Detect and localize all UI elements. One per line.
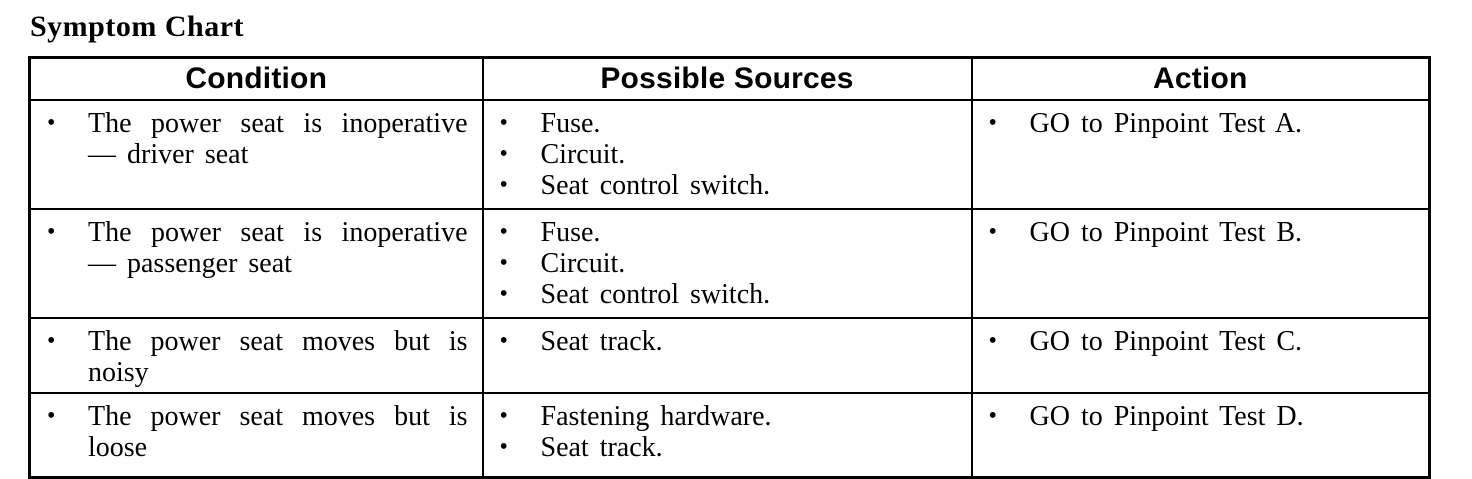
- bullet-icon: •: [988, 110, 997, 136]
- bullet-item: • Fastening hardware.: [500, 401, 963, 432]
- bullet-icon: •: [988, 219, 997, 245]
- bullet-icon: •: [47, 403, 56, 429]
- bullet-item: • The power seat moves but is loose: [47, 401, 474, 463]
- table-row: • The power seat is inoperative — driver …: [28, 99, 1431, 210]
- bullet-icon: •: [499, 219, 508, 245]
- bullet-item: • Circuit.: [500, 139, 963, 170]
- bullet-icon: •: [47, 110, 56, 136]
- bullet-item: • Fuse.: [500, 108, 963, 139]
- action-text: GO to Pinpoint Test C.: [1029, 326, 1303, 357]
- bullet-icon: •: [988, 403, 997, 429]
- symptom-chart-table: Condition Possible Sources Action • The p…: [28, 56, 1431, 479]
- bullet-item: • Seat control switch.: [500, 279, 963, 310]
- bullet-item: • GO to Pinpoint Test C.: [989, 326, 1421, 357]
- bullet-item: • GO to Pinpoint Test B.: [989, 217, 1421, 248]
- page-title: Symptom Chart: [30, 10, 244, 43]
- bullet-icon: •: [47, 219, 56, 245]
- bullet-icon: •: [499, 250, 508, 276]
- column-header-condition: Condition: [28, 56, 484, 101]
- bullet-item: • Fuse.: [500, 217, 963, 248]
- condition-cell: • The power seat is inoperative — driver …: [28, 99, 484, 210]
- condition-text: The power seat moves but is noisy: [88, 326, 468, 388]
- symptom-table-body: • The power seat is inoperative — driver …: [28, 99, 1431, 479]
- bullet-item: • Circuit.: [500, 248, 963, 279]
- bullet-icon: •: [499, 403, 508, 429]
- action-cell: • GO to Pinpoint Test A.: [970, 99, 1431, 210]
- table-header-row: Condition Possible Sources Action: [28, 56, 1431, 101]
- table-row: • The power seat is inoperative — passeng…: [28, 208, 1431, 319]
- bullet-item: • GO to Pinpoint Test D.: [989, 401, 1421, 432]
- sources-text: Fuse.: [540, 217, 601, 248]
- action-cell: • GO to Pinpoint Test D.: [970, 392, 1431, 479]
- condition-cell: • The power seat is inoperative — passeng…: [28, 208, 484, 319]
- action-text: GO to Pinpoint Test B.: [1029, 217, 1303, 248]
- sources-text: Seat control switch.: [540, 170, 771, 201]
- table-row: • The power seat moves but is loose • Faste…: [28, 392, 1431, 479]
- bullet-icon: •: [499, 172, 508, 198]
- bullet-icon: •: [499, 110, 508, 136]
- condition-cell: • The power seat moves but is loose: [28, 392, 484, 479]
- action-cell: • GO to Pinpoint Test C.: [970, 317, 1431, 394]
- action-text: GO to Pinpoint Test A.: [1029, 108, 1303, 139]
- sources-cell: • Fastening hardware. • Seat track.: [481, 392, 973, 479]
- column-header-action: Action: [970, 56, 1431, 101]
- action-cell: • GO to Pinpoint Test B.: [970, 208, 1431, 319]
- bullet-item: • Seat track.: [500, 326, 963, 357]
- bullet-item: • The power seat is inoperative — passeng…: [47, 217, 474, 279]
- bullet-icon: •: [499, 141, 508, 167]
- bullet-item: • The power seat is inoperative — driver …: [47, 108, 474, 170]
- bullet-icon: •: [499, 281, 508, 307]
- sources-text: Seat track.: [540, 326, 663, 357]
- bullet-icon: •: [499, 434, 508, 460]
- bullet-icon: •: [499, 328, 508, 354]
- condition-cell: • The power seat moves but is noisy: [28, 317, 484, 394]
- bullet-item: • The power seat moves but is noisy: [47, 326, 474, 388]
- condition-text: The power seat is inoperative — passenge…: [88, 217, 468, 279]
- bullet-item: • Seat track.: [500, 432, 963, 463]
- sources-text: Seat control switch.: [540, 279, 771, 310]
- sources-cell: • Fuse. • Circuit. • Seat control switch.: [481, 99, 973, 210]
- sources-text: Seat track.: [540, 432, 663, 463]
- sources-cell: • Fuse. • Circuit. • Seat control switch.: [481, 208, 973, 319]
- bullet-icon: •: [988, 328, 997, 354]
- sources-text: Circuit.: [540, 139, 626, 170]
- condition-text: The power seat moves but is loose: [88, 401, 468, 463]
- action-text: GO to Pinpoint Test D.: [1029, 401, 1304, 432]
- sources-cell: • Seat track.: [481, 317, 973, 394]
- table-row: • The power seat moves but is noisy • Seat …: [28, 317, 1431, 394]
- bullet-icon: •: [47, 328, 56, 354]
- sources-text: Fuse.: [540, 108, 601, 139]
- bullet-item: • Seat control switch.: [500, 170, 963, 201]
- condition-text: The power seat is inoperative — driver s…: [88, 108, 468, 170]
- column-header-possible-sources: Possible Sources: [481, 56, 973, 101]
- sources-text: Fastening hardware.: [540, 401, 772, 432]
- sources-text: Circuit.: [540, 248, 626, 279]
- bullet-item: • GO to Pinpoint Test A.: [989, 108, 1421, 139]
